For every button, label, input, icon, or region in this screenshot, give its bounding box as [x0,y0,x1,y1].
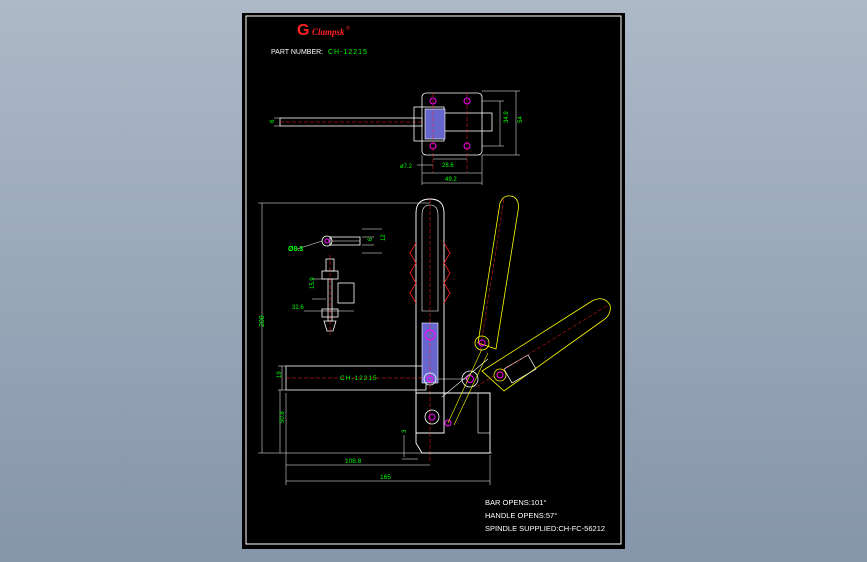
cad-drawing: G Clampsk ® PART NUMBER: CH-12215 6 ø7.2… [245,15,622,545]
dim-15-9: 15.9 [310,277,316,289]
dim-dia-8-3: Ø8.3 [288,246,303,253]
note-bar-opens: BAR OPENS:101° [485,498,546,507]
drawing-sheet: G Clampsk ® PART NUMBER: CH-12215 6 ø7.2… [242,13,625,549]
dim-28-6: 28.6 [442,163,454,169]
dim-19: 19 [277,371,283,378]
note-spindle: SPINDLE SUPPLIED:CH-FC-56212 [485,524,605,533]
logo-letter: G [297,22,309,39]
base-block [415,392,491,454]
dim-50-8: 50.8 [280,411,286,423]
dim-54: 54 [518,116,524,123]
clampsk-logo: G Clampsk ® [297,22,350,39]
dim-49-2: 49.2 [445,177,457,183]
dim-3: 3 [402,429,408,433]
handle-open [477,195,519,350]
bar-part-label: CH-12215 [340,375,378,382]
dim-165: 165 [380,474,391,481]
dim-7-2: ø7.2 [400,164,413,170]
dim-200: 200 [259,315,266,327]
note-handle-opens: HANDLE OPENS:57° [485,511,557,520]
logo-mark: ® [346,25,350,32]
spindle-detail: Ø8.3 6 12 15.9 32.6 [288,228,387,335]
top-view: 6 ø7.2 28.6 49.2 34.9 54 [270,90,524,185]
sheet-border [245,15,622,545]
dim-108-8: 108.8 [345,458,362,465]
top-base-plate [421,92,483,156]
dim-32-6: 32.6 [292,305,304,311]
vertical-arm [415,198,445,434]
notes: BAR OPENS:101° HANDLE OPENS:57° SPINDLE … [485,498,605,533]
dim-6-top: 6 [270,119,276,123]
part-number-label: PART NUMBER: [271,49,323,56]
side-view: CH-12215 2 [258,195,611,485]
part-number-value: CH-12215 [328,49,368,56]
dim-6-detail: 6 [368,237,374,241]
dim-12: 12 [381,234,387,241]
logo-text: Clampsk [312,27,345,37]
dim-34-9: 34.9 [504,111,510,123]
handle-closed-arm [481,298,611,392]
